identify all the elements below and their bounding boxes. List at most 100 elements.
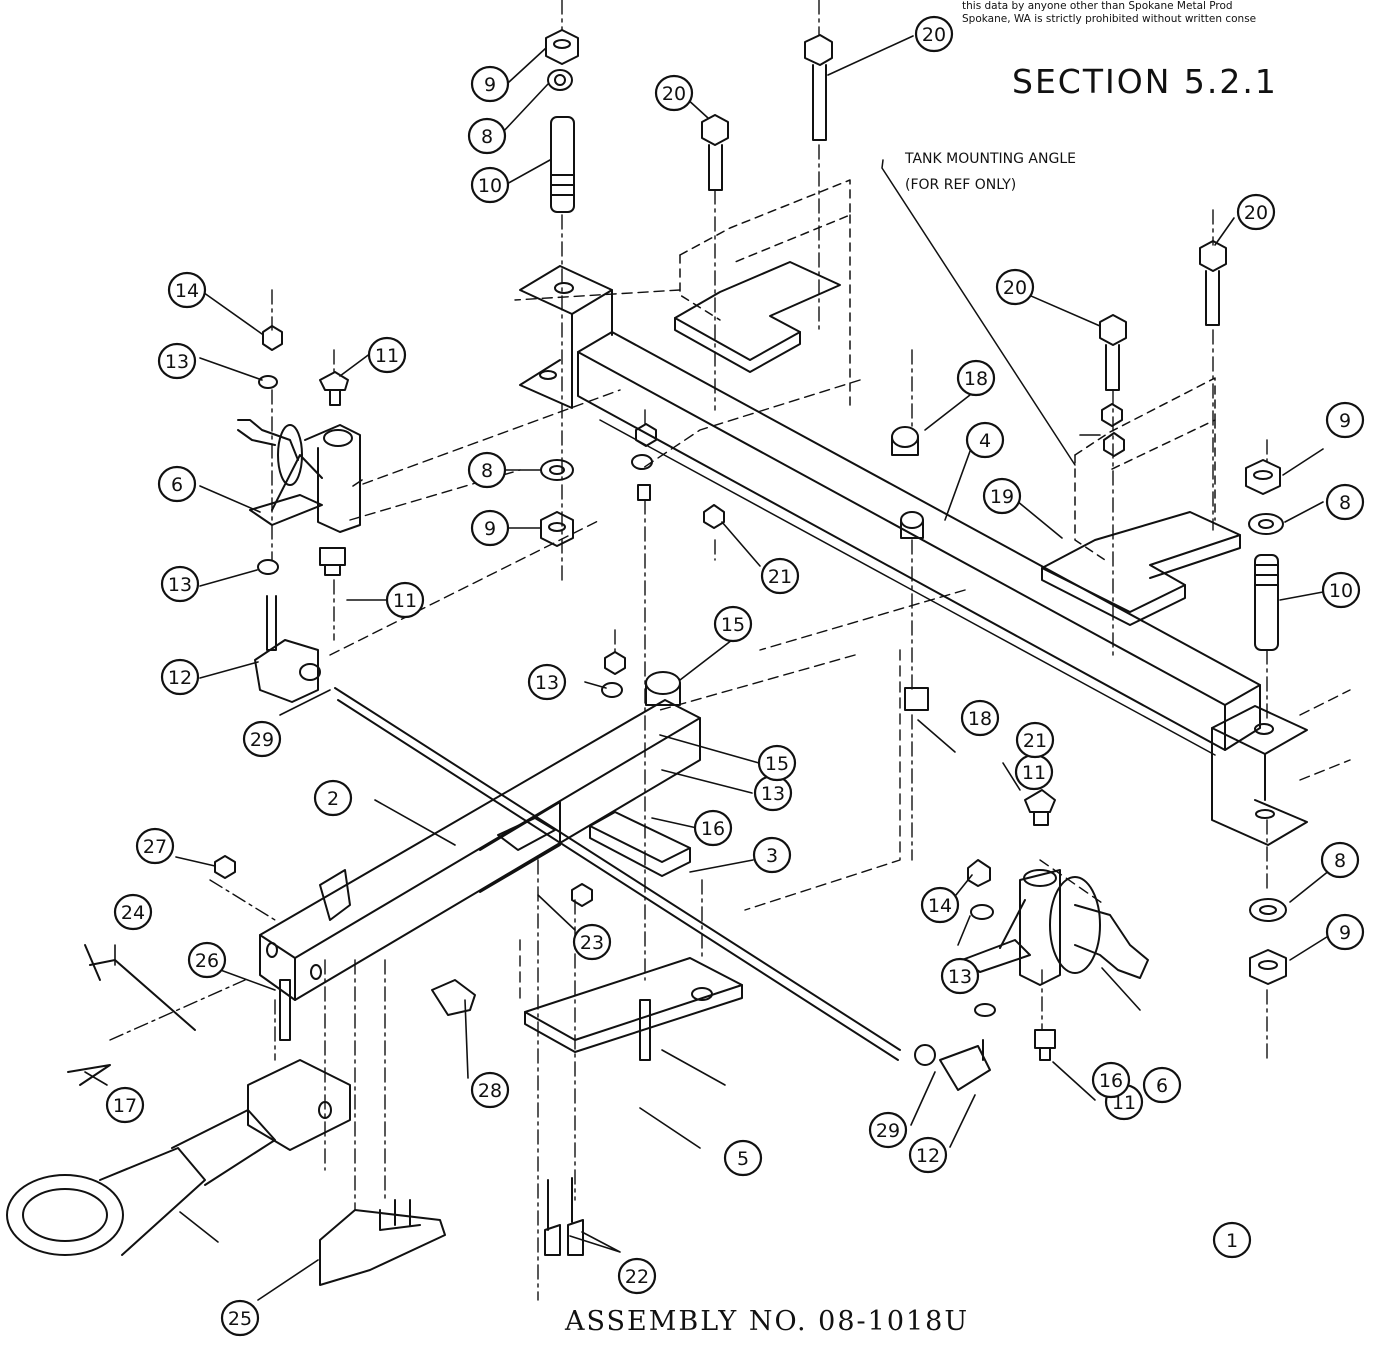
washer-8-top — [547, 69, 573, 91]
callout-9: 9 — [1325, 913, 1365, 951]
nut-9-right-top — [1245, 459, 1281, 495]
callout-13: 13 — [160, 565, 200, 603]
callout-label: 21 — [1023, 730, 1047, 752]
callout-label: 13 — [535, 672, 559, 694]
callout-label: 26 — [195, 950, 219, 972]
tongue — [259, 699, 701, 1001]
callout-label: 10 — [478, 175, 502, 197]
leader-lines — [84, 35, 1331, 1301]
callout-label: 8 — [1339, 492, 1351, 514]
callout-6: 6 — [157, 465, 197, 503]
callout-11: 11 — [1014, 753, 1054, 791]
callout-label: 9 — [484, 74, 496, 96]
callout-8: 8 — [1320, 841, 1360, 879]
callout-15: 15 — [713, 605, 753, 643]
callout-bubbles: 1234566888899991010111111111212131313131… — [105, 15, 1365, 1337]
nut-9-top — [545, 29, 579, 65]
ref-only-label: (FOR REF ONLY) — [905, 177, 1017, 193]
callout-label: 28 — [478, 1080, 502, 1102]
callout-25: 25 — [220, 1299, 260, 1337]
tank-mounting-angle-label: TANK MOUNTING ANGLE — [905, 151, 1076, 167]
callout-28: 28 — [470, 1071, 510, 1109]
callout-label: 1 — [1226, 1230, 1238, 1252]
callout-20: 20 — [1236, 193, 1276, 231]
left-spindle — [237, 419, 361, 533]
callout-16: 16 — [693, 809, 733, 847]
tie-rod — [254, 639, 991, 1091]
callout-18: 18 — [960, 699, 1000, 737]
bracket-plate-3 — [589, 811, 691, 877]
callout-3: 3 — [752, 836, 792, 874]
left-channel-bracket — [519, 265, 613, 409]
leader-tank-angle — [881, 159, 1076, 466]
callout-11: 11 — [385, 581, 425, 619]
callout-6: 6 — [1142, 1066, 1182, 1104]
callout-13: 13 — [527, 663, 567, 701]
callout-label: 16 — [701, 818, 725, 840]
callout-label: 11 — [1112, 1092, 1136, 1114]
callout-label: 27 — [143, 836, 167, 858]
callout-13: 13 — [753, 774, 793, 812]
callout-label: 8 — [481, 460, 493, 482]
callout-label: 12 — [168, 667, 192, 689]
washer-8-right-top — [1248, 513, 1284, 535]
bolt-20-a — [804, 34, 833, 141]
callout-18: 18 — [956, 359, 996, 397]
assembly-lines — [329, 289, 1351, 1001]
callout-5: 5 — [723, 1139, 763, 1177]
callout-1: 1 — [1212, 1221, 1252, 1259]
callout-label: 19 — [990, 486, 1014, 508]
callout-label: 13 — [761, 783, 785, 805]
callout-label: 25 — [228, 1308, 252, 1330]
hitch-assembly — [6, 944, 446, 1286]
small-hardware — [214, 325, 1125, 1256]
callout-label: 20 — [1244, 202, 1268, 224]
callout-9: 9 — [470, 509, 510, 547]
callout-label: 17 — [113, 1095, 137, 1117]
callout-label: 8 — [481, 126, 493, 148]
callout-12: 12 — [160, 658, 200, 696]
callout-label: 5 — [737, 1148, 749, 1170]
notice-line: Spokane, WA is strictly prohibited witho… — [962, 13, 1257, 25]
callout-20: 20 — [914, 15, 954, 53]
callout-29: 29 — [868, 1111, 908, 1149]
right-spindle — [961, 869, 1149, 986]
callout-23: 23 — [572, 923, 612, 961]
washer-8-mid — [540, 459, 574, 481]
nut-9-mid — [540, 511, 574, 547]
callout-label: 12 — [916, 1145, 940, 1167]
callout-13: 13 — [157, 342, 197, 380]
callout-20: 20 — [654, 74, 694, 112]
callout-label: 2 — [327, 788, 339, 810]
callout-8: 8 — [467, 117, 507, 155]
callout-label: 9 — [1339, 410, 1351, 432]
assembly-number: ASSEMBLY NO. 08-1018U — [565, 1306, 970, 1337]
callout-label: 9 — [1339, 922, 1351, 944]
callout-22: 22 — [617, 1257, 657, 1295]
callout-label: 14 — [928, 895, 952, 917]
callout-label: 13 — [168, 574, 192, 596]
callout-12: 12 — [908, 1136, 948, 1174]
tank-mounting-angle-outline — [679, 179, 1216, 561]
callout-label: 22 — [625, 1266, 649, 1288]
callout-label: 20 — [922, 24, 946, 46]
callout-label: 8 — [1334, 850, 1346, 872]
callout-label: 20 — [662, 83, 686, 105]
callout-label: 11 — [1022, 762, 1046, 784]
callout-21: 21 — [760, 557, 800, 595]
callout-8: 8 — [467, 451, 507, 489]
right-channel-bracket — [1211, 705, 1308, 846]
callout-24: 24 — [113, 893, 153, 931]
callout-10: 10 — [470, 166, 510, 204]
callout-label: 16 — [1099, 1070, 1123, 1092]
callout-29: 29 — [242, 720, 282, 758]
callout-label: 29 — [250, 729, 274, 751]
callout-10: 10 — [1321, 571, 1361, 609]
notice-line: this data by anyone other than Spokane M… — [962, 0, 1233, 12]
callout-label: 20 — [1003, 277, 1027, 299]
callout-15: 15 — [757, 744, 797, 782]
callout-20: 20 — [995, 268, 1035, 306]
nut-9-right-bottom — [1249, 949, 1287, 985]
